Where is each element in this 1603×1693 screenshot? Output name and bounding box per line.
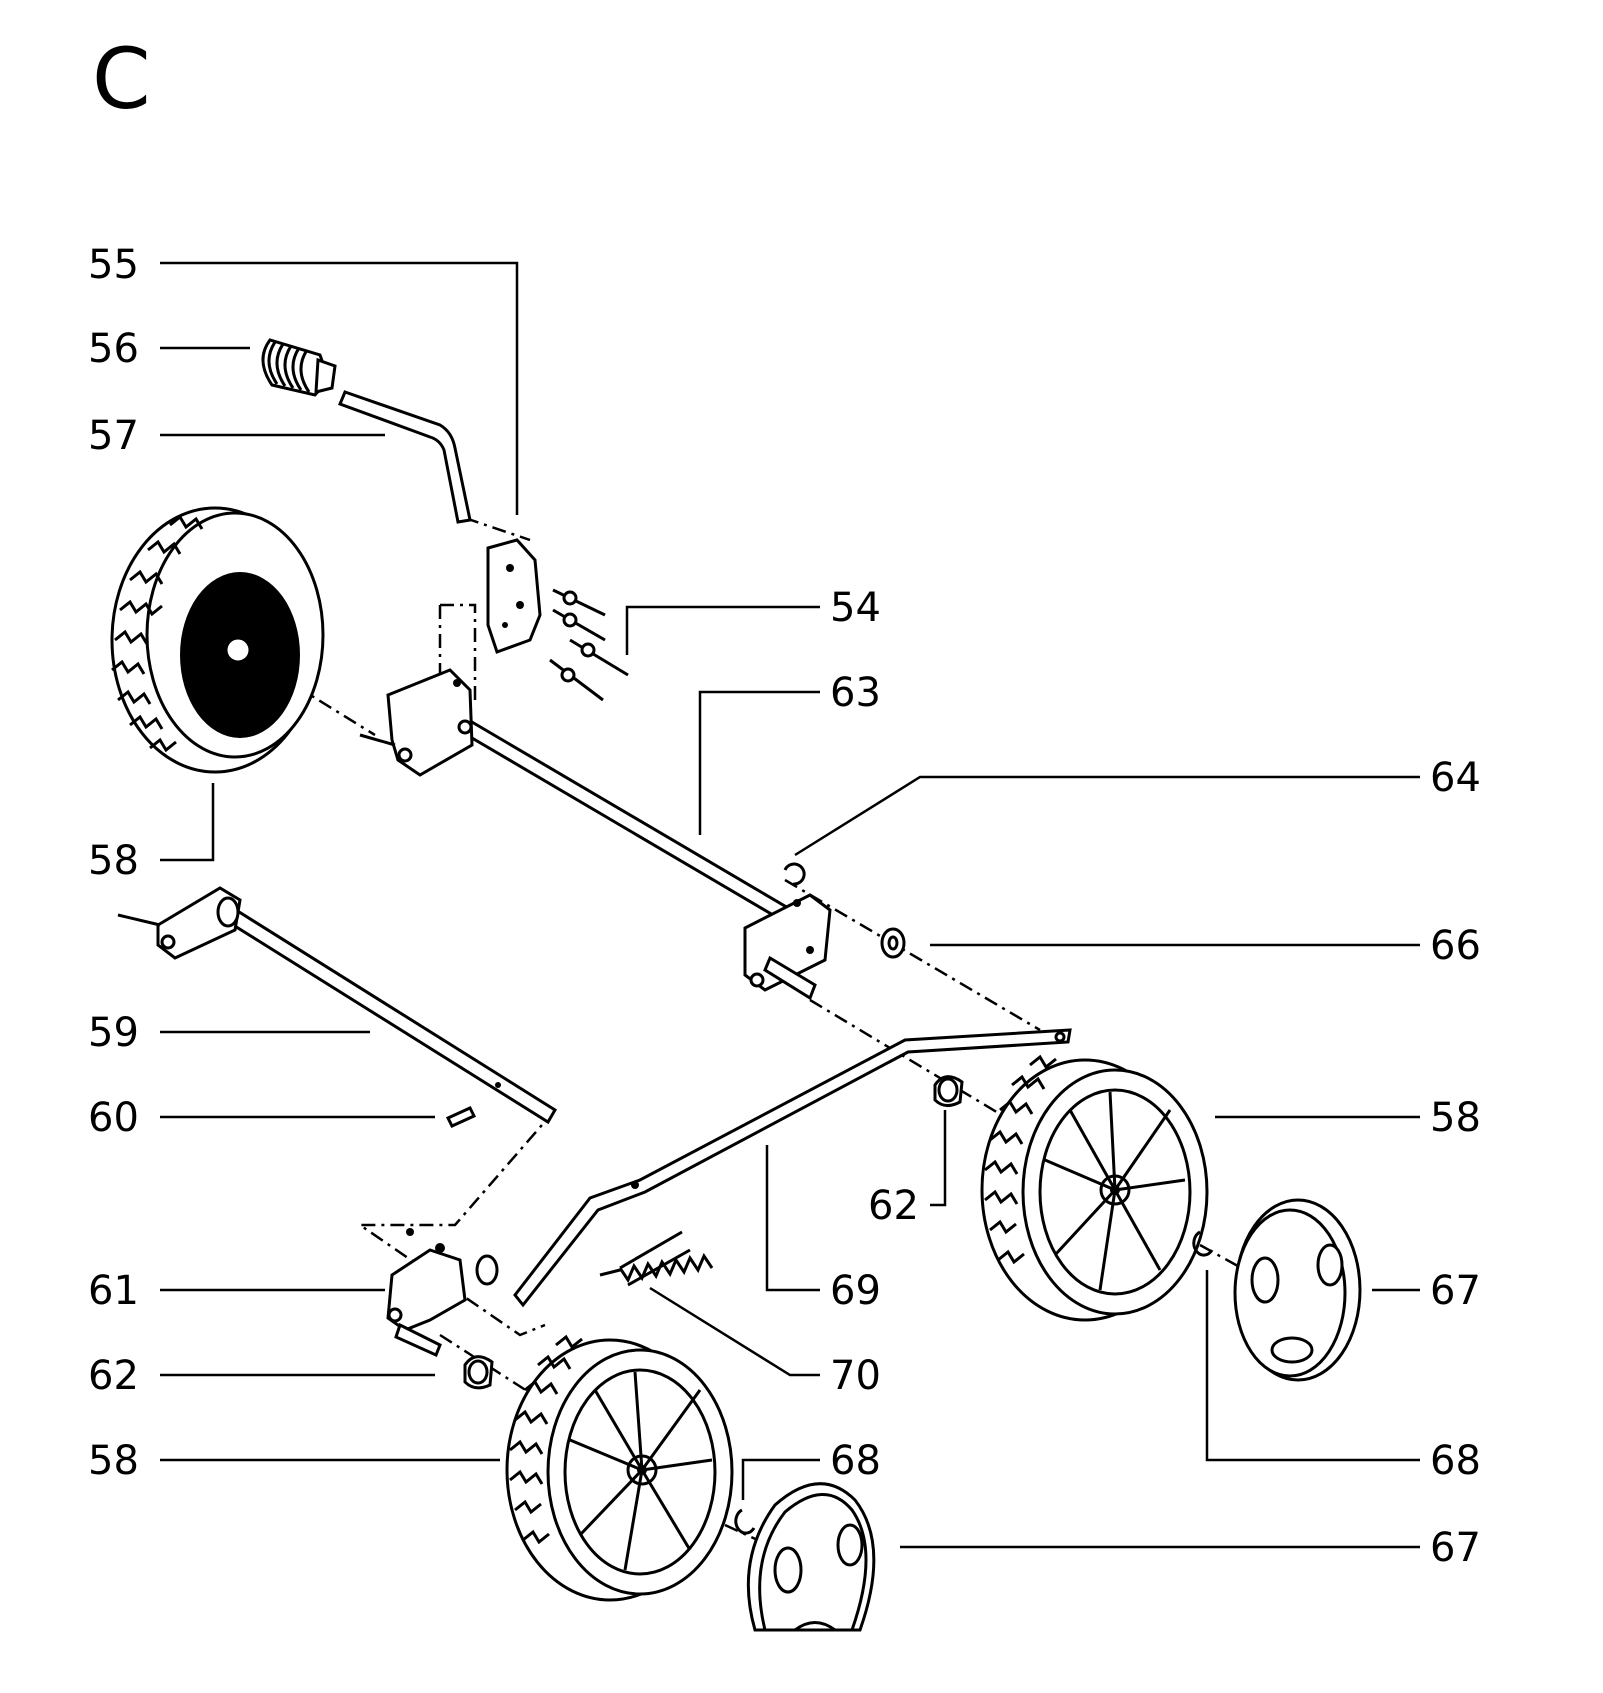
- callout-63: 63: [830, 670, 881, 716]
- callout-55: 55: [88, 242, 139, 288]
- callout-54: 54: [830, 585, 881, 631]
- hub-cap-67-lower: [746, 1482, 876, 1632]
- rear-axle-63: [359, 668, 832, 1001]
- height-adjust-lever-57: [338, 390, 472, 524]
- callout-62: 62: [868, 1183, 919, 1229]
- clip-68-lower: [734, 1508, 756, 1535]
- washer-66: [880, 927, 906, 959]
- callout-58: 58: [1430, 1095, 1481, 1141]
- spring-70: [599, 1230, 714, 1287]
- callout-57: 57: [88, 413, 139, 459]
- callout-59: 59: [88, 1010, 139, 1056]
- callout-58: 58: [88, 1438, 139, 1484]
- bushing-62-right: [933, 1075, 964, 1107]
- front-bracket-61: [386, 1228, 499, 1358]
- callout-56: 56: [88, 326, 139, 372]
- callout-68: 68: [830, 1438, 881, 1484]
- callout-60: 60: [88, 1095, 139, 1141]
- hub-cap-67-right: [1233, 1198, 1362, 1382]
- screws-54: [549, 588, 629, 702]
- callout-70: 70: [830, 1353, 881, 1399]
- callout-61: 61: [88, 1268, 139, 1314]
- wheel-58-lower: [505, 1334, 734, 1602]
- section-letter: C: [92, 30, 151, 128]
- pin-60: [445, 1082, 501, 1128]
- callout-58: 58: [88, 838, 139, 884]
- lever-bracket-55: [486, 538, 542, 654]
- wheel-58-right: [980, 1054, 1209, 1322]
- callout-62: 62: [88, 1353, 139, 1399]
- bushing-62-lower: [463, 1355, 494, 1390]
- callout-66: 66: [1430, 923, 1481, 969]
- front-axle-59: [117, 886, 558, 1125]
- leader-lines: [160, 261, 1420, 1549]
- height-adjust-grip-56: [261, 338, 337, 397]
- callout-67: 67: [1430, 1268, 1481, 1314]
- clip-68-right: [1192, 1230, 1214, 1257]
- link-rod-69: [513, 1028, 1072, 1308]
- callout-67: 67: [1430, 1525, 1481, 1571]
- callout-labels: 55 56 57 54 63 64 58 66 59 60 58 62 61 6…: [88, 242, 1481, 1571]
- callout-68: 68: [1430, 1438, 1481, 1484]
- callout-64: 64: [1430, 755, 1481, 801]
- clip-64: [783, 862, 806, 886]
- callout-69: 69: [830, 1268, 881, 1314]
- wheel-58-top: [110, 506, 325, 774]
